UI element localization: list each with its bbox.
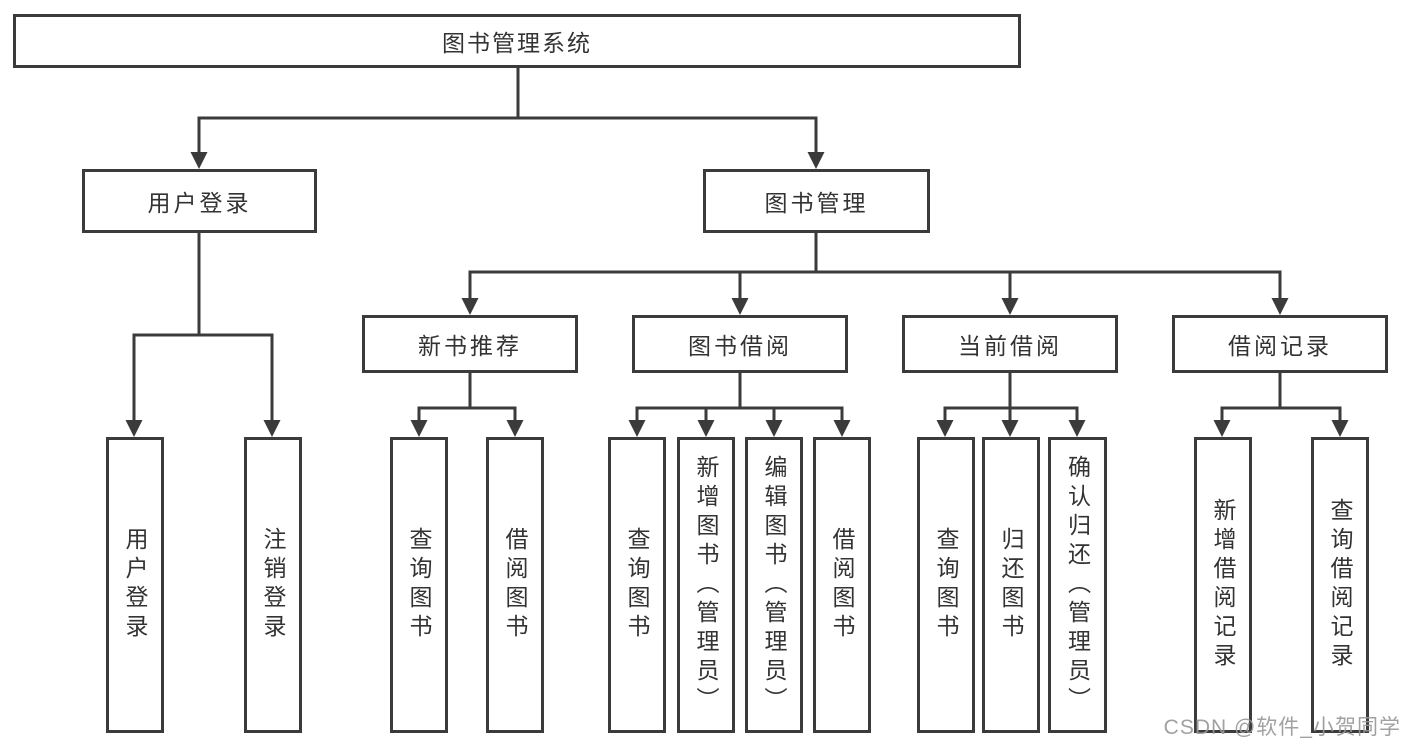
node-label: 用户登录 [122, 527, 148, 643]
node-label: 确认归还（管理员） [1064, 454, 1091, 716]
node-label: 新书推荐 [418, 333, 522, 359]
leaf-confirm-return-admin: 确认归还（管理员） [1048, 437, 1107, 733]
node-label: 查询图书 [933, 527, 959, 643]
leaf-logout: 注销登录 [244, 437, 302, 733]
leaf-user-login: 用户登录 [106, 437, 164, 733]
node-label: 借阅记录 [1228, 333, 1332, 359]
node-label: 借阅图书 [829, 527, 855, 643]
node-library-system: 图书管理系统 [13, 14, 1021, 68]
node-book-borrow: 图书借阅 [632, 315, 848, 373]
leaf-edit-book-admin: 编辑图书（管理员） [745, 437, 803, 733]
node-label: 归还图书 [998, 527, 1024, 643]
leaf-add-book-admin: 新增图书（管理员） [677, 437, 735, 733]
node-label: 用户登录 [147, 190, 252, 216]
watermark-text: CSDN @软件_小贺同学 [1163, 716, 1401, 739]
node-label: 编辑图书（管理员） [761, 454, 787, 716]
node-book-management: 图书管理 [703, 169, 930, 233]
node-label: 查询借阅记录 [1327, 498, 1353, 672]
node-borrow-records: 借阅记录 [1172, 315, 1388, 373]
leaf-query-books-1: 查询图书 [390, 437, 448, 733]
leaf-add-borrow-record: 新增借阅记录 [1194, 437, 1252, 733]
node-user-login: 用户登录 [82, 169, 317, 233]
node-label: 查询图书 [406, 527, 432, 643]
node-label: 借阅图书 [502, 527, 528, 643]
leaf-query-borrow-record: 查询借阅记录 [1311, 437, 1369, 733]
node-label: 图书管理系统 [442, 30, 592, 56]
node-label: 图书借阅 [688, 333, 792, 359]
node-label: 注销登录 [260, 527, 286, 643]
node-current-borrow: 当前借阅 [902, 315, 1118, 373]
leaf-query-books-3: 查询图书 [917, 437, 975, 733]
leaf-borrow-books-1: 借阅图书 [486, 437, 544, 733]
node-label: 查询图书 [624, 527, 650, 643]
node-label: 新增借阅记录 [1210, 498, 1236, 672]
leaf-return-book: 归还图书 [982, 437, 1040, 733]
node-new-book-recommend: 新书推荐 [362, 315, 578, 373]
node-label: 当前借阅 [958, 333, 1062, 359]
node-label: 新增图书（管理员） [693, 454, 719, 716]
leaf-query-books-2: 查询图书 [608, 437, 666, 733]
leaf-borrow-books-2: 借阅图书 [813, 437, 871, 733]
node-label: 图书管理 [764, 190, 869, 216]
